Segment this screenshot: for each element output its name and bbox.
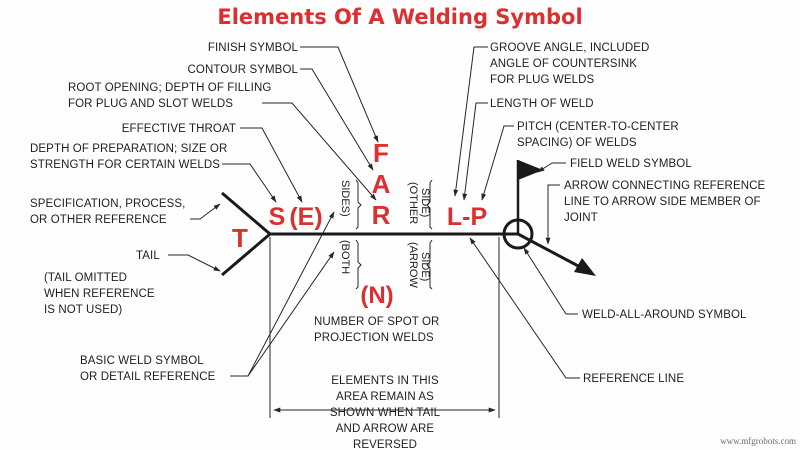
label-length-of-weld: LENGTH OF WELD <box>490 98 594 110</box>
leader-depth <box>222 163 277 203</box>
label-effective-throat: EFFECTIVE THROAT <box>122 123 236 135</box>
label-tail-omitted-1: (TAIL OMITTED <box>44 272 127 284</box>
label-pitch-1: PITCH (CENTER-TO-CENTER <box>517 121 679 133</box>
label-elements-4: AND ARROW ARE <box>336 423 435 435</box>
label-root-opening-2: FOR PLUG AND SLOT WELDS <box>68 98 233 110</box>
label-elements-5: REVERSED <box>353 439 417 450</box>
leader-field <box>537 162 566 173</box>
leader-contour <box>300 68 374 171</box>
label-arrow-connecting-2: LINE TO ARROW SIDE MEMBER OF <box>564 196 761 208</box>
tail-lower <box>221 232 271 277</box>
leader-basic-2 <box>247 211 335 377</box>
finish-letter: F <box>373 138 389 168</box>
label-root-opening-1: ROOT OPENING; DEPTH OF FILLING <box>68 82 271 94</box>
label-pitch-2: SPACING) OF WELDS <box>517 137 637 149</box>
field-weld-flag <box>518 160 543 180</box>
label-elements-1: ELEMENTS IN THIS <box>331 375 439 387</box>
label-elements-2: AREA REMAIN AS <box>336 391 434 403</box>
label-arrow-connecting-1: ARROW CONNECTING REFERENCE <box>564 180 766 192</box>
page-title: Elements Of A Welding Symbol <box>217 5 582 29</box>
label-arrow-connecting-3: JOINT <box>564 212 598 224</box>
label-basic-weld-2: OR DETAIL REFERENCE <box>80 371 216 383</box>
leader-groove <box>453 46 488 197</box>
leader-arrow-connect <box>545 184 560 245</box>
dimension-marker <box>269 237 500 418</box>
other-side-marker: (OTHER SIDE) <box>407 179 433 230</box>
other-side-text-1: (OTHER <box>407 182 419 224</box>
label-groove-angle-2: ANGLE OF COUNTERSINK <box>490 58 637 70</box>
leader-tail <box>168 254 221 272</box>
both-sides-upper: SIDES) <box>339 180 351 217</box>
label-groove-angle-1: GROOVE ANGLE, INCLUDED <box>490 42 649 54</box>
arrow-side-text-2: SIDE) <box>419 252 431 281</box>
lower-right-brace <box>426 239 433 290</box>
label-basic-weld-1: BASIC WELD SYMBOL <box>80 355 204 367</box>
watermark: www.mfgrobots.com <box>720 436 796 446</box>
leader-basic-1 <box>230 251 335 377</box>
leader-spec <box>190 203 221 220</box>
label-depth-prep-2: STRENGTH FOR CERTAIN WELDS <box>30 159 220 171</box>
label-tail-omitted-3: IS NOT USED) <box>44 304 122 316</box>
weld-symbol <box>221 160 596 277</box>
number-letter: (N) <box>360 282 393 309</box>
label-elements-3: SHOWN WHEN TAIL <box>330 407 441 419</box>
arrow-side-text-1: (ARROW <box>407 242 419 288</box>
upper-right-brace <box>426 179 433 230</box>
label-contour-symbol: CONTOUR SYMBOL <box>188 64 299 76</box>
contour-letter: A <box>372 169 391 199</box>
upper-left-brace <box>355 179 362 230</box>
leader-all-around <box>523 247 578 315</box>
label-tail-omitted-2: WHEN REFERENCE <box>44 288 155 300</box>
leader-length <box>462 102 488 201</box>
both-sides-marker: SIDES) (BOTH <box>339 179 362 290</box>
leader-reference-line <box>469 237 580 379</box>
label-reference-line: REFERENCE LINE <box>583 373 684 385</box>
label-number-welds-1: NUMBER OF SPOT OR <box>314 316 439 328</box>
label-specification-1: SPECIFICATION, PROCESS, <box>30 198 185 210</box>
label-tail: TAIL <box>136 250 160 262</box>
root-opening-letter: R <box>372 200 391 230</box>
label-specification-2: OR OTHER REFERENCE <box>30 214 167 226</box>
arrow-side-marker: (ARROW SIDE) <box>407 239 433 290</box>
size-letter: S <box>269 203 286 231</box>
other-side-text-2: SIDE) <box>419 188 431 217</box>
label-depth-prep-1: DEPTH OF PREPARATION; SIZE OR <box>30 143 227 155</box>
label-number-welds-2: PROJECTION WELDS <box>314 332 434 344</box>
length-pitch-letters: L-P <box>447 203 487 231</box>
label-groove-angle-3: FOR PLUG WELDS <box>490 74 595 86</box>
leader-finish <box>300 46 379 143</box>
label-field-weld: FIELD WELD SYMBOL <box>570 158 692 170</box>
arrowhead <box>574 258 596 276</box>
lower-left-brace <box>355 239 362 290</box>
both-sides-lower: (BOTH <box>339 240 351 274</box>
tail-letter: T <box>232 223 248 253</box>
leader-root <box>262 102 377 201</box>
leader-lines <box>168 46 580 379</box>
leader-pitch <box>481 125 514 201</box>
arrow-line <box>517 232 583 270</box>
label-finish-symbol: FINISH SYMBOL <box>208 42 299 54</box>
label-weld-all-around: WELD-ALL-AROUND SYMBOL <box>582 309 747 321</box>
throat-letter: (E) <box>289 203 322 231</box>
tail-upper <box>221 191 271 236</box>
leader-throat <box>240 127 303 203</box>
